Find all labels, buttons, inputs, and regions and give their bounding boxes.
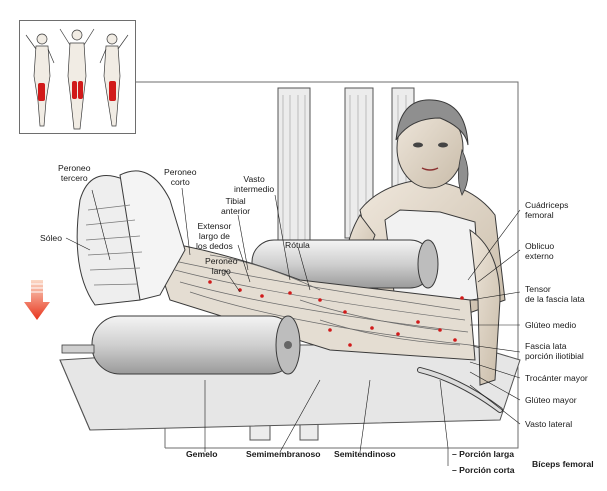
label-vasto-lateral: Vasto lateral (525, 419, 573, 429)
label-soleo: Sóleo (40, 233, 62, 243)
label-semimembranoso: Semimembranoso (246, 449, 321, 459)
shoes (76, 170, 186, 306)
label-biceps-femoral: Bíceps femoral (532, 459, 594, 469)
label-porcion-larga: – Porción larga (452, 449, 515, 459)
upper-roller-pad (251, 239, 439, 289)
label-gluteo-medio: Glúteo medio (525, 320, 577, 330)
label-gluteo-mayor: Glúteo mayor (525, 395, 577, 405)
legs-muscles (149, 239, 476, 361)
label-gemelo: Gemelo (186, 449, 218, 459)
leader-lines (65, 187, 521, 466)
muscle-map-figures-icon (25, 28, 129, 130)
label-porcion-corta: – Porción corta (452, 465, 515, 475)
muscle-map-thumbnail (19, 20, 136, 134)
lower-roller-pad (61, 315, 301, 375)
label-rotula: Rótula (285, 240, 310, 250)
label-trocanter: Trocánter mayor (525, 373, 588, 383)
label-semitendinoso: Semitendinoso (334, 449, 396, 459)
down-arrow-icon (24, 280, 50, 320)
illustration-frame (135, 81, 519, 449)
